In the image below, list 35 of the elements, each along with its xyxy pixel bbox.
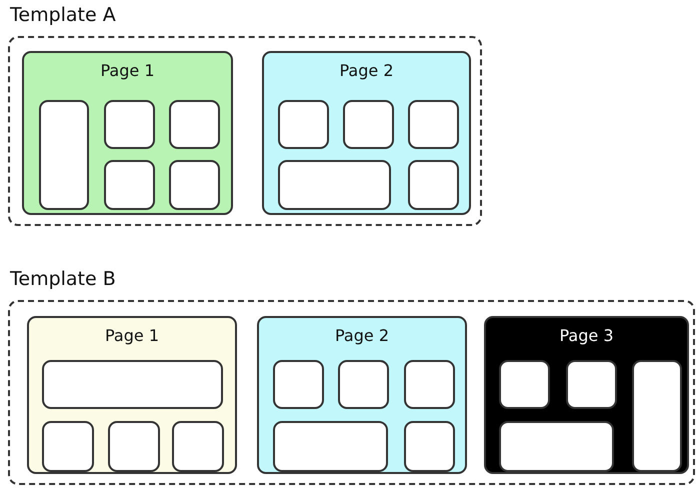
content-slot [273,421,388,472]
content-slot [566,360,617,409]
template-heading: Template A [10,4,116,26]
content-slot [42,421,94,472]
content-slot [404,421,455,472]
page-title: Page 3 [558,326,614,345]
page-title: Page 2 [338,61,394,80]
content-slot [42,360,223,409]
content-slot [343,100,394,149]
page-panel [262,51,471,215]
page-panel [257,316,467,474]
page-title: Page 2 [334,326,390,345]
content-slot [172,421,224,472]
content-slot [338,360,389,409]
content-slot [408,160,459,210]
content-slot [278,160,391,210]
content-slot [278,100,329,149]
page-panel [22,51,233,215]
content-slot [273,360,324,409]
content-slot [404,360,455,409]
content-slot [108,421,160,472]
page-panel [27,316,237,474]
content-slot [499,360,550,409]
content-slot [169,160,220,210]
template-heading: Template B [10,268,116,290]
content-slot [408,100,459,149]
page-panel [484,316,689,474]
content-slot [499,421,614,472]
page-title: Page 1 [104,326,160,345]
content-slot [169,100,220,149]
content-slot [104,160,155,210]
content-slot [632,360,682,472]
content-slot [104,100,155,149]
page-title: Page 1 [100,61,156,80]
content-slot [39,100,89,210]
